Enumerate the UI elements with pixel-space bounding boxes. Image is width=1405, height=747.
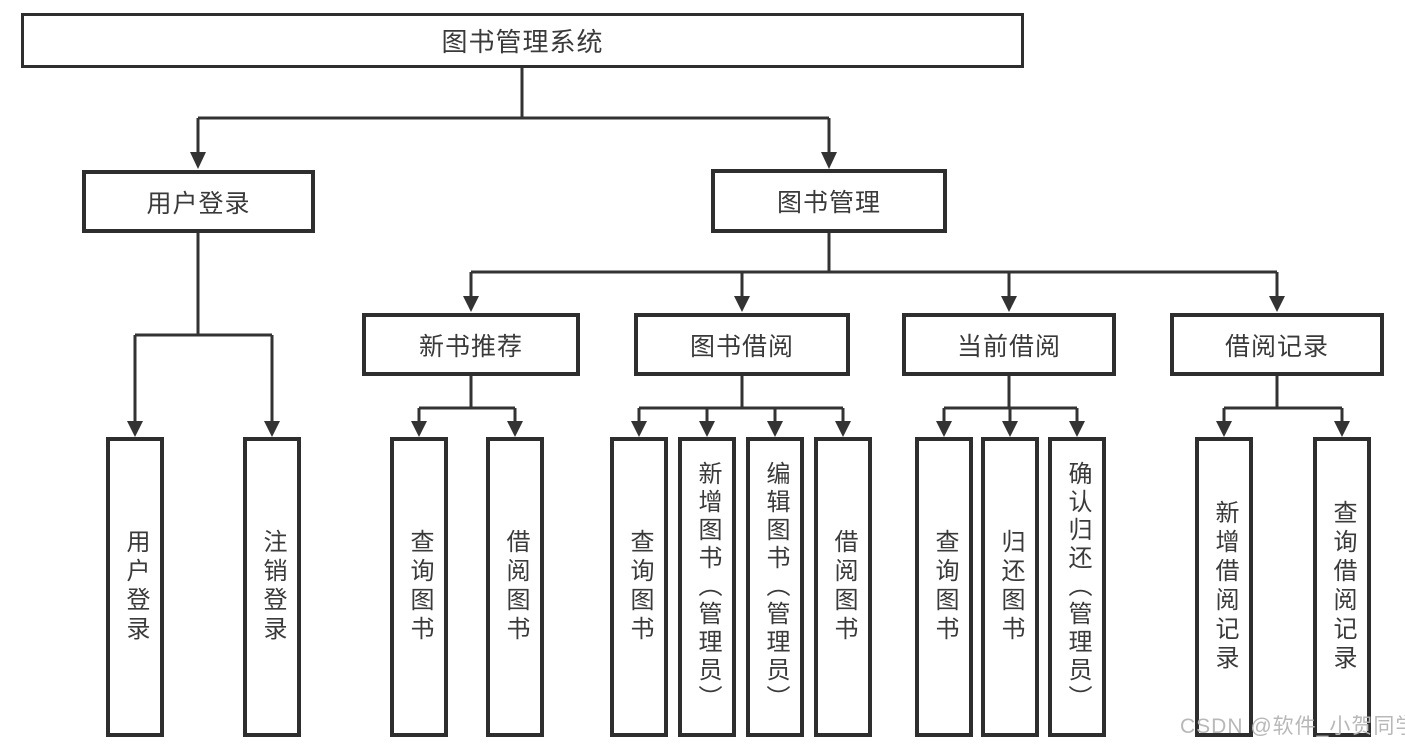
leaf-confirm-return-admin: 确认归还（管理员） <box>1048 437 1106 737</box>
node-root: 图书管理系统 <box>21 13 1024 68</box>
leaf-user-login: 用户登录 <box>106 437 164 737</box>
connector-user-login <box>127 233 280 437</box>
leaf-logout: 注销登录 <box>243 437 301 737</box>
leaf-return-books: 归还图书 <box>981 437 1039 737</box>
leaf-query-books-new: 查询图书 <box>390 437 448 737</box>
connector-borrowing-records <box>1216 376 1350 437</box>
leaf-add-books-admin: 新增图书（管理员） <box>678 437 736 737</box>
node-book-management: 图书管理 <box>711 169 947 233</box>
connector-new-books <box>411 376 523 437</box>
leaf-edit-books-admin: 编辑图书（管理员） <box>746 437 804 737</box>
leaf-borrow-books-new: 借阅图书 <box>486 437 544 737</box>
leaf-query-books-borrowing: 查询图书 <box>610 437 668 737</box>
leaf-borrow-books-borrowing: 借阅图书 <box>814 437 872 737</box>
node-book-borrowing: 图书借阅 <box>634 313 850 376</box>
connector-book-borrowing <box>631 376 851 437</box>
leaf-query-books-current: 查询图书 <box>915 437 973 737</box>
node-user-login: 用户登录 <box>82 170 315 233</box>
node-current-borrowing: 当前借阅 <box>902 313 1116 376</box>
connector-book-management <box>463 233 1285 312</box>
connector-current-borrowing <box>936 376 1085 437</box>
leaf-add-borrow-record: 新增借阅记录 <box>1195 437 1253 737</box>
connector-root <box>190 68 837 169</box>
node-borrowing-records: 借阅记录 <box>1170 313 1384 376</box>
node-new-books: 新书推荐 <box>362 313 580 376</box>
watermark: CSDN @软件_小贺同学 <box>1180 715 1405 738</box>
leaf-query-borrow-record: 查询借阅记录 <box>1313 437 1371 737</box>
